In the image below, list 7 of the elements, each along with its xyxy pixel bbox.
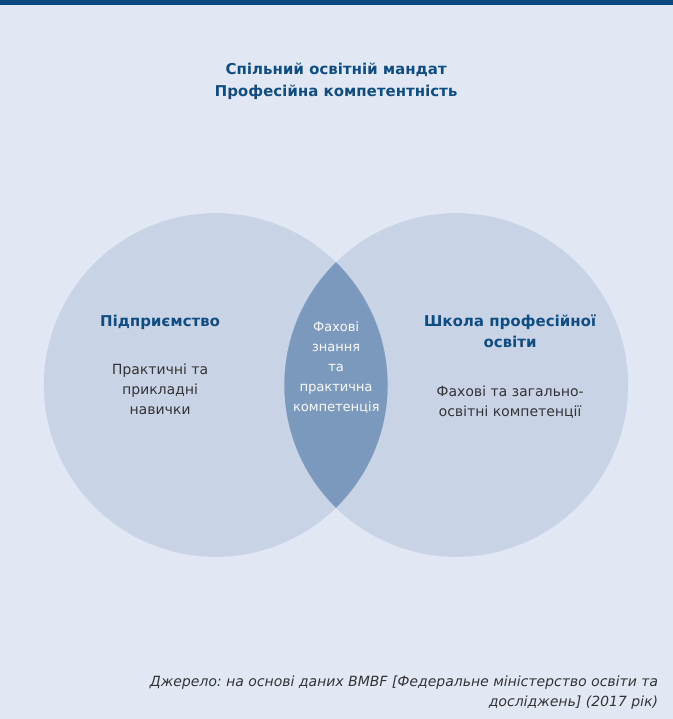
circle-text: Фахові та загально-освітні компетенції — [435, 383, 585, 422]
circle-heading: Підприємство — [99, 311, 221, 332]
title: Спільний освітній мандат Професійна компетентність — [214, 59, 458, 102]
lens-text: Фахові знання та практична компетенція — [293, 319, 379, 417]
circle-heading: Школа професійної освіти — [422, 311, 598, 353]
source-caption: Джерело: на основі даних BMBF [Федеральне міністерство освіти та досліджень] (2017 рік) — [148, 673, 658, 712]
circle-text: Практичні та прикладні навички — [110, 361, 210, 420]
